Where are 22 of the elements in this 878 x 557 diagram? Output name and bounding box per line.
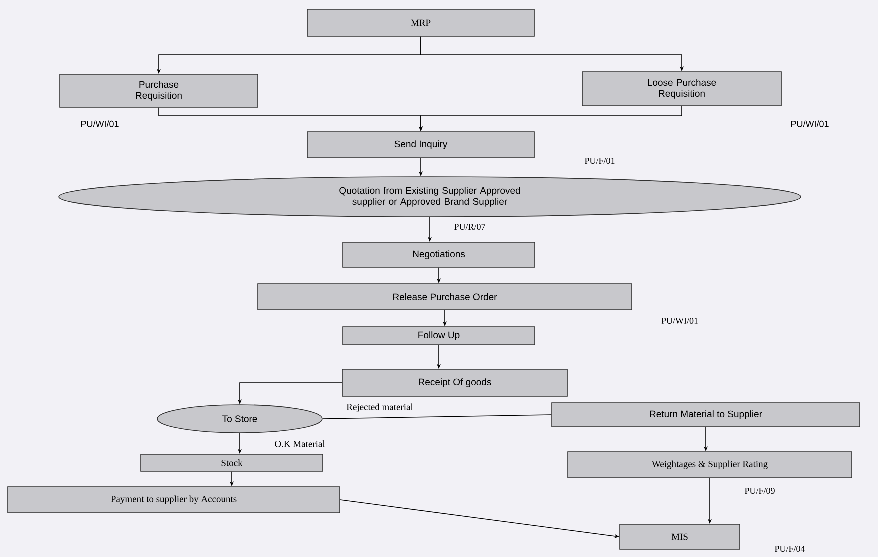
edge-label: O.K Material	[275, 440, 326, 448]
reference-code: PU/F/09	[745, 488, 775, 494]
process-box: MIS	[620, 524, 740, 550]
process-box: Negotiations	[342, 242, 536, 268]
process-box: Purchase Requisition	[60, 74, 258, 108]
reference-code: PU/F/01	[585, 158, 615, 164]
edge-label: Rejected material	[346, 404, 414, 412]
reference-code: PU/WI/01	[662, 318, 698, 324]
reference-code: PU/F/04	[775, 546, 806, 552]
process-box: Payment to supplier by Accounts	[8, 486, 340, 514]
process-box: Return Material to Supplier	[552, 402, 860, 428]
process-box: Follow Up	[342, 326, 536, 346]
process-box: Loose Purchase Requisition	[582, 72, 782, 106]
reference-code: PU/R/07	[454, 224, 486, 230]
process-box: Weightages & Supplier Rating	[568, 452, 852, 478]
process-box: Release Purchase Order	[258, 284, 632, 310]
reference-code: PU/WI/01	[81, 120, 119, 128]
reference-code: PU/WI/01	[792, 120, 829, 128]
process-box: Stock	[140, 454, 324, 472]
process-box: MRP	[307, 9, 535, 37]
process-box: Send Inquiry	[307, 132, 535, 158]
process-box: Receipt Of goods	[342, 369, 568, 397]
